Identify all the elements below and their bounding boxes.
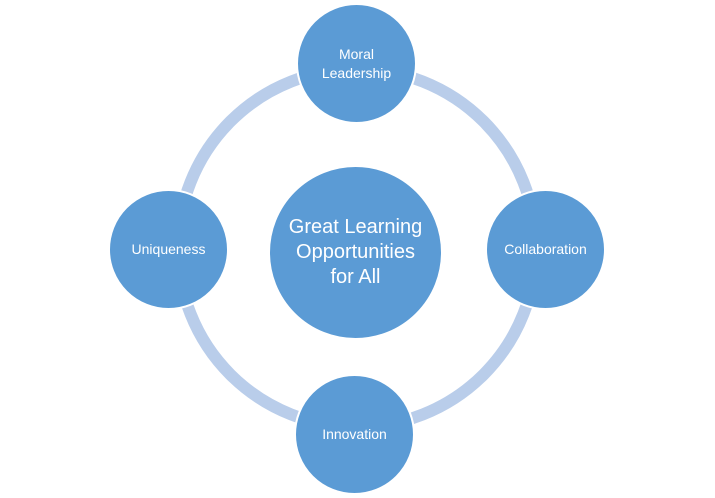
node-moral-leadership-label: Moral Leadership	[321, 45, 392, 81]
node-innovation: Innovation	[294, 374, 415, 495]
node-moral-leadership: Moral Leadership	[296, 3, 417, 124]
center-node-label: Great Learning Opportunities for All	[288, 216, 423, 288]
node-uniqueness: Uniqueness	[108, 189, 229, 310]
node-innovation-label: Innovation	[322, 426, 387, 442]
node-collaboration-label: Collaboration	[504, 241, 587, 257]
center-node: Great Learning Opportunities for All	[268, 165, 443, 340]
node-collaboration: Collaboration	[485, 189, 606, 310]
node-uniqueness-label: Uniqueness	[131, 241, 206, 257]
